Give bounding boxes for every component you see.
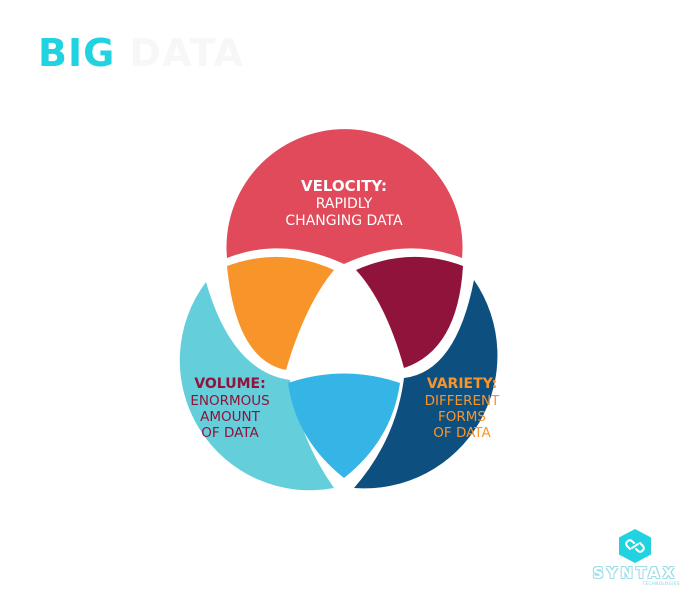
variety-line-1: DIFFERENT bbox=[425, 393, 500, 409]
volume-line-3: OF DATA bbox=[201, 425, 259, 441]
volume-line-2: AMOUNT bbox=[200, 409, 260, 425]
volume-region bbox=[179, 282, 334, 491]
chain-link-hexagon-icon bbox=[619, 529, 651, 563]
variety-region bbox=[354, 280, 498, 489]
page-title: BIG DATA bbox=[38, 34, 244, 72]
volume-variety-overlap bbox=[288, 373, 400, 478]
velocity-heading: VELOCITY: bbox=[301, 177, 387, 195]
volume-label: VOLUME: ENORMOUS AMOUNT OF DATA bbox=[190, 376, 269, 441]
volume-heading: VOLUME: bbox=[194, 376, 265, 392]
velocity-volume-overlap bbox=[227, 256, 334, 370]
velocity-line-1: RAPIDLY bbox=[316, 196, 373, 212]
velocity-variety-overlap bbox=[356, 256, 463, 368]
velocity-label: VELOCITY: RAPIDLY CHANGING DATA bbox=[285, 177, 403, 229]
syntax-logo: SYNTAX TECHNOLOGIES bbox=[590, 528, 680, 592]
variety-line-2: FORMS bbox=[438, 409, 486, 425]
variety-line-3: OF DATA bbox=[433, 425, 491, 441]
logo-wordmark: SYNTAX bbox=[592, 564, 678, 582]
variety-heading: VARIETY: bbox=[427, 376, 497, 392]
variety-label: VARIETY: DIFFERENT FORMS OF DATA bbox=[425, 376, 500, 441]
volume-line-1: ENORMOUS bbox=[190, 393, 269, 409]
title-word-big: BIG bbox=[38, 31, 116, 75]
velocity-region bbox=[226, 129, 463, 264]
center-void bbox=[290, 272, 398, 376]
title-word-data: DATA bbox=[129, 31, 244, 75]
logo-subtitle: TECHNOLOGIES bbox=[642, 581, 680, 586]
velocity-line-2: CHANGING DATA bbox=[285, 213, 403, 229]
